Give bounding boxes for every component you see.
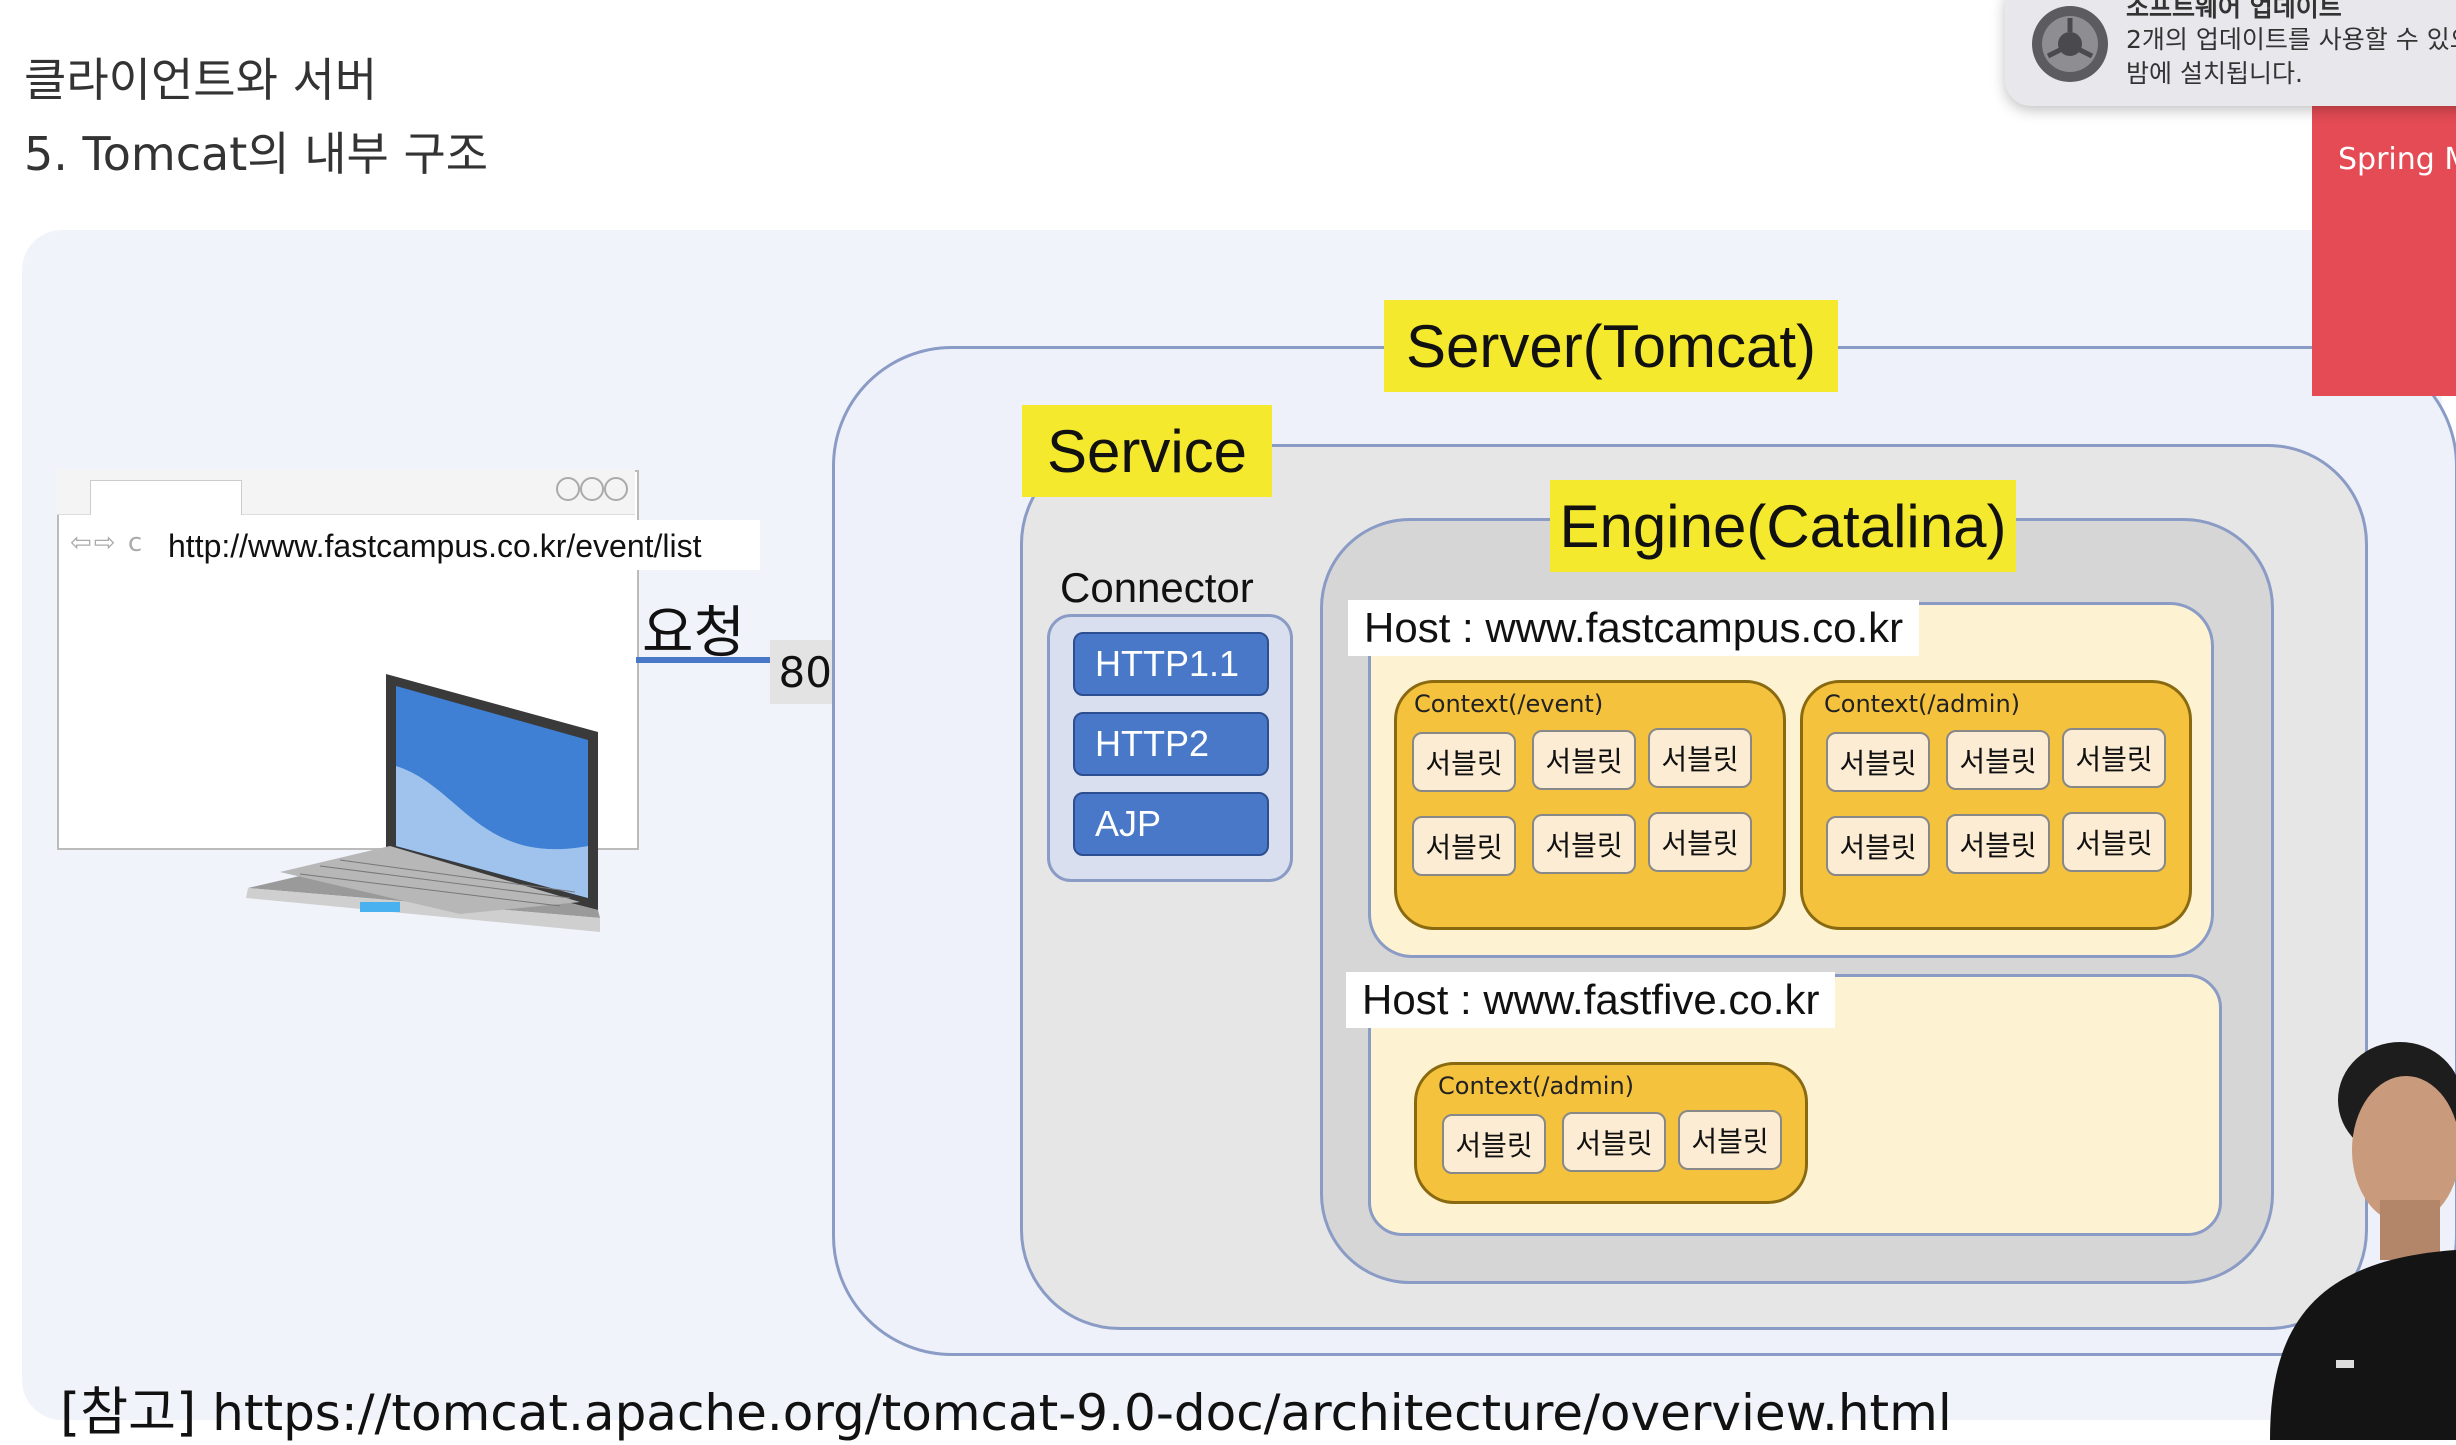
servlet-box: 서블릿 xyxy=(1946,814,2050,874)
address-url: http://www.fastcampus.co.kr/event/list xyxy=(168,528,702,564)
slide-title: 클라이언트와 서버 xyxy=(24,53,378,107)
window-close-icon xyxy=(604,477,628,501)
servlet-box: 서블릿 xyxy=(1412,816,1516,876)
context-label: Context(/admin) xyxy=(1824,690,2021,718)
reference-tag: [참고] xyxy=(60,1383,197,1443)
servlet-box: 서블릿 xyxy=(1826,732,1930,792)
servlet-box: 서블릿 xyxy=(1562,1112,1666,1172)
context-box-event xyxy=(1394,680,1786,930)
protocol-ajp: AJP xyxy=(1073,792,1269,856)
protocol-http11: HTTP1.1 xyxy=(1073,632,1269,696)
servlet-box: 서블릿 xyxy=(1532,730,1636,790)
server-label: Server(Tomcat) xyxy=(1384,300,1838,392)
presenter-video xyxy=(2270,1042,2456,1440)
context-label: Context(/event) xyxy=(1414,690,1604,718)
laptop-icon xyxy=(246,674,600,932)
reference-url[interactable]: https://tomcat.apache.org/tomcat-9.0-doc… xyxy=(212,1384,1952,1442)
servlet-box: 서블릿 xyxy=(1412,732,1516,792)
browser-tab xyxy=(90,480,242,515)
system-preferences-icon xyxy=(2032,6,2108,82)
notification-line1: 2개의 업데이트를 사용할 수 있으 xyxy=(2126,25,2456,54)
servlet-box: 서블릿 xyxy=(2062,728,2166,788)
servlet-box: 서블릿 xyxy=(1442,1114,1546,1174)
address-bar xyxy=(160,520,760,570)
browser-nav-icon: ⇦⇨ c xyxy=(70,528,145,558)
engine-label: Engine(Catalina) xyxy=(1550,480,2016,572)
course-tag-label: Spring M xyxy=(2338,142,2456,177)
window-minimize-icon xyxy=(556,477,580,501)
connector-label: Connector xyxy=(1060,564,1254,611)
protocol-http2: HTTP2 xyxy=(1073,712,1269,776)
servlet-box: 서블릿 xyxy=(1648,812,1752,872)
notification-line2: 밤에 설치됩니다. xyxy=(2126,59,2303,88)
request-label: 요청 xyxy=(642,601,746,666)
service-label: Service xyxy=(1022,405,1272,497)
servlet-box: 서블릿 xyxy=(1678,1110,1782,1170)
window-maximize-icon xyxy=(580,477,604,501)
servlet-box: 서블릿 xyxy=(1532,814,1636,874)
context-box-admin xyxy=(1800,680,2192,930)
course-tag xyxy=(2312,100,2456,396)
slide-subtitle: 5. Tomcat의 내부 구조 xyxy=(24,127,489,181)
servlet-box: 서블릿 xyxy=(1946,730,2050,790)
host-label-fastfive: Host : www.fastfive.co.kr xyxy=(1346,972,1836,1028)
servlet-box: 서블릿 xyxy=(1648,728,1752,788)
context-label: Context(/admin) xyxy=(1438,1072,1635,1100)
servlet-box: 서블릿 xyxy=(2062,812,2166,872)
host-label-fastcampus: Host : www.fastcampus.co.kr xyxy=(1348,600,1920,656)
servlet-box: 서블릿 xyxy=(1826,816,1930,876)
notification-title: 소프트웨어 업데이트 xyxy=(2126,0,2342,22)
reference-text: [참고] https://tomcat.apache.org/tomcat-9.… xyxy=(60,1370,1952,1445)
